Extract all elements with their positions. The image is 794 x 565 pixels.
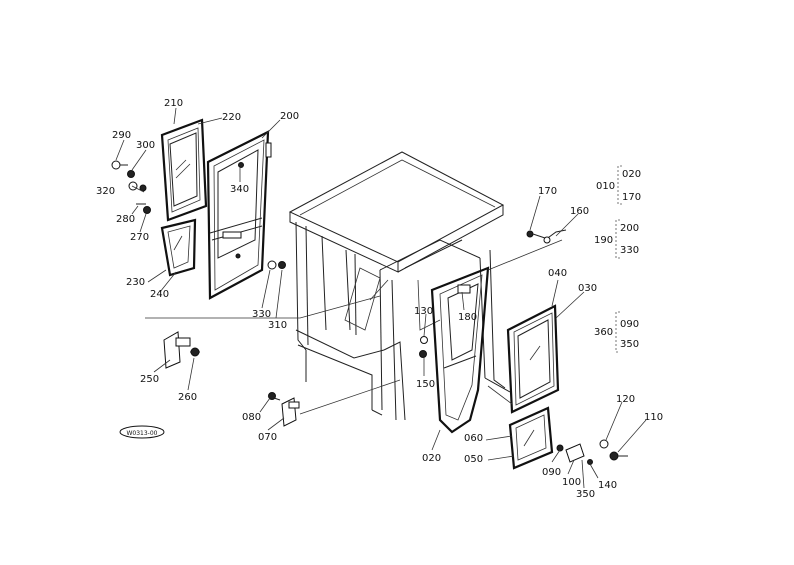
- label-270: 270: [130, 232, 149, 243]
- label-100: 100: [562, 477, 581, 488]
- label-320: 320: [96, 186, 115, 197]
- label-310: 310: [268, 320, 287, 331]
- right-hardware: [419, 229, 567, 358]
- group-010-item-1: 020: [622, 169, 641, 180]
- part-labels: 210 220 200 290 300 340 320 280 270 230 …: [96, 98, 663, 500]
- label-140: 140: [598, 480, 617, 491]
- label-290: 290: [112, 130, 131, 141]
- label-060: 060: [464, 433, 483, 444]
- label-210: 210: [164, 98, 183, 109]
- label-030: 030: [578, 283, 597, 294]
- label-120: 120: [616, 394, 635, 405]
- label-180: 180: [458, 312, 477, 323]
- label-250: 250: [140, 374, 159, 385]
- label-020: 020: [422, 453, 441, 464]
- group-010-code: 010: [596, 181, 615, 192]
- upper-window-210: [160, 118, 208, 222]
- small-window-050: [508, 406, 628, 470]
- label-220: 220: [222, 112, 241, 123]
- group-190-code: 190: [594, 235, 613, 246]
- group-brackets: 010 020 170 190 200 330 360 090 350: [594, 165, 641, 353]
- label-130: 130: [414, 306, 433, 317]
- rear-window-030: [506, 304, 560, 414]
- label-070: 070: [258, 432, 277, 443]
- drawing-stamp: W0313-00: [119, 425, 165, 439]
- label-330: 330: [252, 309, 271, 320]
- stamp-text: W0313-00: [126, 430, 157, 437]
- label-050: 050: [464, 454, 483, 465]
- label-160: 160: [570, 206, 589, 217]
- group-190-item-1: 200: [620, 223, 639, 234]
- label-260: 260: [178, 392, 197, 403]
- label-040: 040: [548, 268, 567, 279]
- group-010-item-2: 170: [622, 192, 641, 203]
- label-300: 300: [136, 140, 155, 151]
- label-280: 280: [116, 214, 135, 225]
- leader-lines: [115, 107, 647, 489]
- group-360-item-1: 090: [620, 319, 639, 330]
- left-hardware: [111, 160, 300, 427]
- label-240: 240: [150, 289, 169, 300]
- lower-window-230: [160, 218, 197, 277]
- label-110: 110: [644, 412, 663, 423]
- label-150: 150: [416, 379, 435, 390]
- label-080: 080: [242, 412, 261, 423]
- group-360-item-2: 350: [620, 339, 639, 350]
- cab-body: [288, 151, 511, 421]
- left-door-200: [206, 130, 272, 300]
- label-200: 200: [280, 111, 299, 122]
- label-170: 170: [538, 186, 557, 197]
- label-340: 340: [230, 184, 249, 195]
- group-190-item-2: 330: [620, 245, 639, 256]
- right-door-020: [430, 266, 490, 434]
- group-360-code: 360: [594, 327, 613, 338]
- label-350: 350: [576, 489, 595, 500]
- label-230: 230: [126, 277, 145, 288]
- label-090: 090: [542, 467, 561, 478]
